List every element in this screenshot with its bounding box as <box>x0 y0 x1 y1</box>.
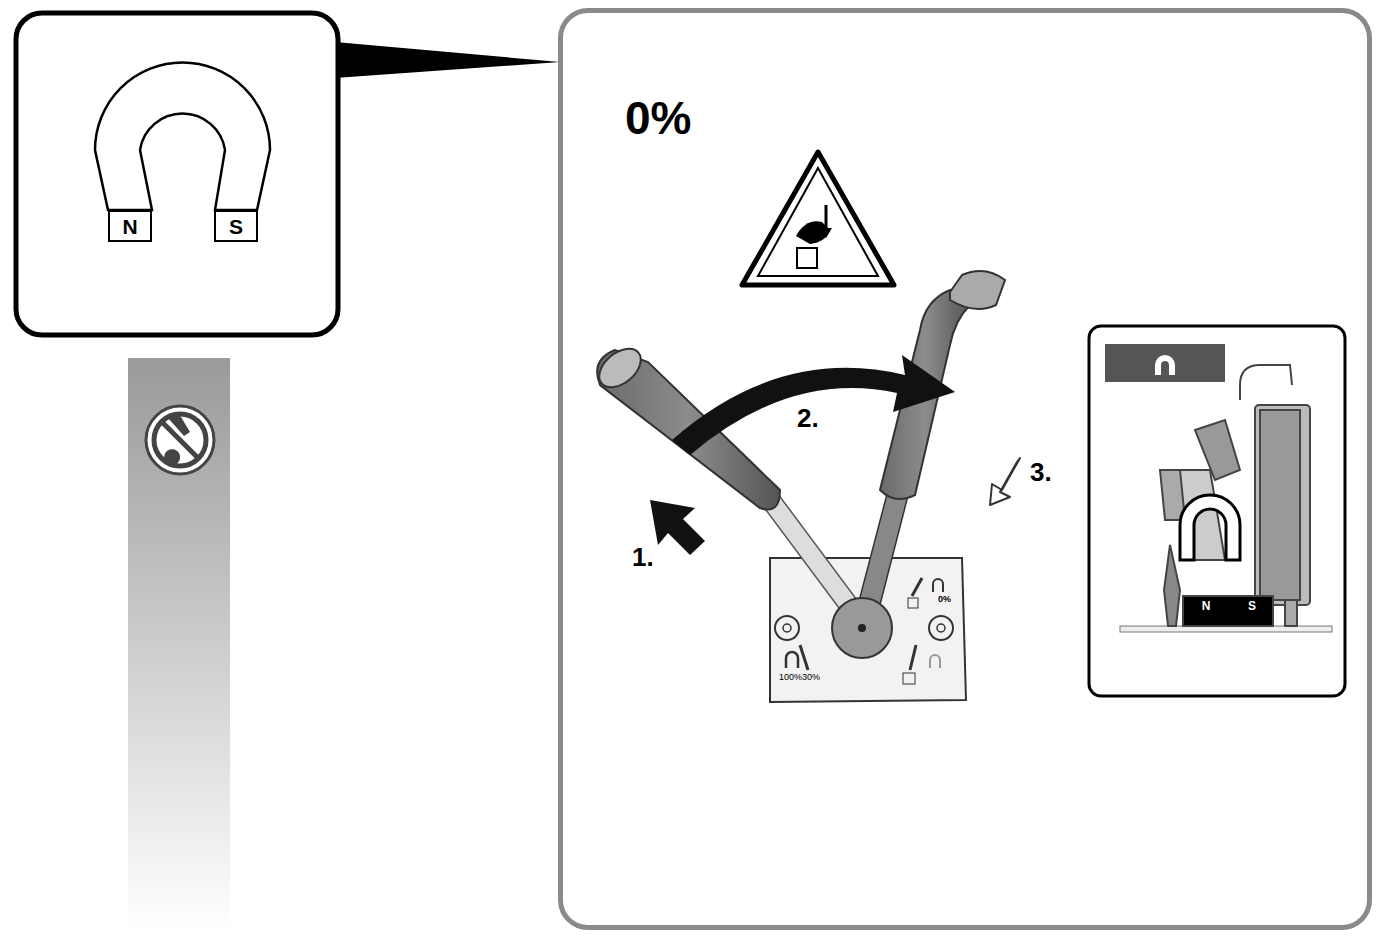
plate-marking: 100%30% <box>779 673 820 682</box>
rotate-arrow <box>672 355 955 455</box>
plate-marking: 0% <box>938 595 951 604</box>
pole-letter: N <box>122 216 137 237</box>
callout-number: 1. <box>632 544 654 570</box>
callout-number: 2. <box>797 405 819 431</box>
push-arrow <box>650 500 705 555</box>
drill-machine <box>1120 365 1332 632</box>
magnet-tag-icon <box>1155 355 1175 375</box>
panel-title: 0% <box>625 95 691 141</box>
pole-letter: S <box>1248 600 1256 612</box>
pole-box: S <box>1240 597 1264 615</box>
pole-box: N <box>1194 597 1218 615</box>
pole-box: N <box>108 210 152 242</box>
panel-box: 0% N S <box>558 8 1372 930</box>
pole-box: S <box>214 210 258 242</box>
lever-new-position <box>832 271 1005 658</box>
callout-pointer <box>335 42 560 78</box>
callout-box <box>16 13 338 335</box>
magnet-tag <box>1105 344 1225 382</box>
press-arrow <box>990 458 1020 505</box>
prohibition-icon <box>146 406 214 474</box>
callout-number: 3. <box>1030 459 1052 485</box>
magnet-outline <box>95 63 270 211</box>
band <box>128 358 230 930</box>
warning-sign <box>742 152 894 285</box>
inset-box <box>1089 326 1345 696</box>
pole-letter: S <box>229 216 243 237</box>
pole-letter: N <box>1202 600 1211 612</box>
